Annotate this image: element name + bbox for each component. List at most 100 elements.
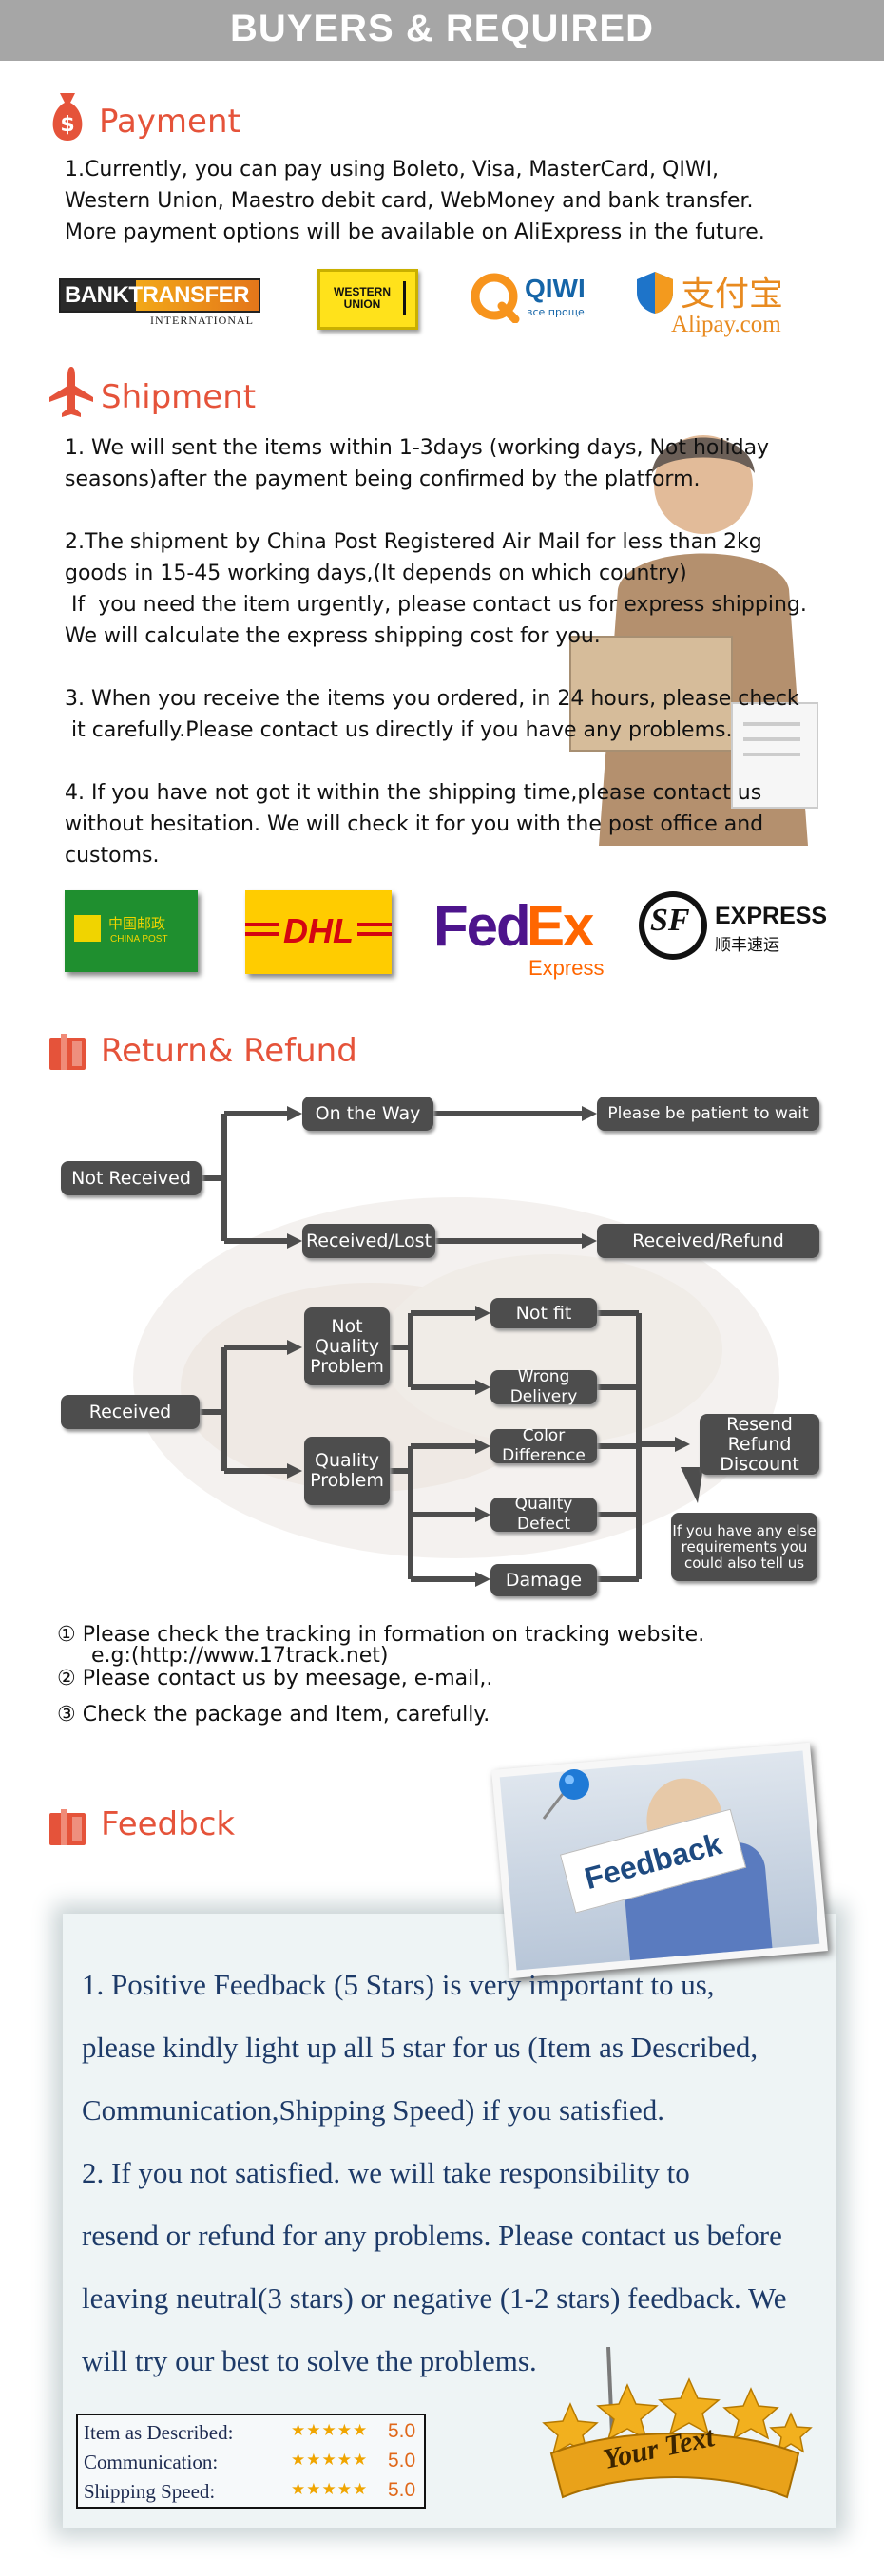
feedback-line: will try our best to solve the problems. (82, 2344, 537, 2377)
shipment-line: We will calculate the express shipping c… (65, 624, 601, 648)
western-union-line1: WESTERN (334, 285, 391, 298)
top-banner: BUYERS & REQUIRED (0, 0, 884, 61)
shipment-title: Shipment (101, 378, 257, 416)
alipay-chinese: 支付宝 (681, 275, 784, 314)
rating-score: 5.0 (388, 2479, 416, 2501)
tip-number: ① (57, 1623, 76, 1647)
qiwi-circle-icon (471, 273, 520, 323)
delivery-man-image (569, 435, 818, 846)
node-not-fit: Not fit (490, 1298, 597, 1328)
refund-tips: ① Please check the tracking in formation… (57, 1623, 855, 1731)
shipment-line: it carefully.Please contact us directly … (65, 718, 733, 742)
dhl-logo: DHL (245, 890, 392, 974)
sf-express-text: EXPRESS (715, 903, 828, 929)
stars-icon: ★★★★★ (291, 2451, 369, 2469)
feedback-line: resend or refund for any problems. Pleas… (82, 2219, 782, 2252)
qiwi-sub: все проще (527, 306, 585, 318)
node-on-the-way: On the Way (302, 1097, 433, 1131)
feedback-title: Feedbck (101, 1805, 236, 1843)
refund-title: Return& Refund (101, 1032, 357, 1070)
node-wrong-delivery: Wrong Delivery (490, 1367, 597, 1406)
rating-row: Item as Described: ★★★★★ 5.0 (84, 2419, 422, 2448)
node-received: Received (61, 1395, 200, 1429)
rating-row: Communication: ★★★★★ 5.0 (84, 2449, 422, 2477)
china-post-logo: 中国邮政 CHINA POST (65, 890, 198, 972)
svg-text:$: $ (60, 113, 74, 137)
china-post-text: CHINA POST (110, 934, 168, 945)
node-damage: Damage (490, 1564, 597, 1596)
feedback-text: 1. Positive Feedback (5 Stars) is very i… (82, 1954, 842, 2393)
node-quality-problem: Quality Problem (304, 1437, 390, 1505)
bank-transfer-text: BANKTRANSFER (65, 282, 250, 308)
shipment-line: 4. If you have not got it within the shi… (65, 781, 762, 805)
shipment-line: If you need the item urgently, please co… (65, 593, 807, 617)
node-not-quality-problem: Not Quality Problem (304, 1307, 390, 1385)
feedback-line: 2. If you not satisfied. we will take re… (82, 2156, 690, 2189)
tip-text: Please check the tracking in formation o… (82, 1623, 705, 1647)
rating-box: Item as Described: ★★★★★ 5.0 Communicati… (76, 2414, 426, 2509)
qiwi-logo: QIWI все проще (470, 268, 593, 325)
alipay-text: Alipay.com (671, 312, 781, 337)
western-union-logo: WESTERN UNION (317, 269, 418, 330)
rating-label: Shipping Speed: (84, 2480, 216, 2503)
tip-number: ③ (57, 1703, 76, 1727)
alipay-logo: 支付宝 Alipay.com (635, 266, 816, 342)
node-note: If you have any else requirements you co… (671, 1513, 817, 1581)
feedback-line: Communication,Shipping Speed) if you sat… (82, 2093, 665, 2127)
gold-star-badge (542, 2347, 813, 2499)
rating-score: 5.0 (388, 2420, 416, 2442)
bank-transfer-sub: INTERNATIONAL (150, 314, 254, 327)
fedex-ex: Ex (527, 894, 594, 958)
node-be-patient: Please be patient to wait (597, 1097, 819, 1131)
fedex-express: Express (528, 956, 605, 980)
fedex-logo: Fed Ex Express (433, 893, 624, 984)
payment-text: 1.Currently, you can pay using Boleto, V… (65, 154, 863, 248)
western-union-line2: UNION (343, 297, 381, 311)
shipment-line: seasons)after the payment being confirme… (65, 467, 701, 491)
rating-label: Communication: (84, 2451, 219, 2473)
payment-line: More payment options will be available o… (65, 220, 765, 244)
shipment-line: 2.The shipment by China Post Registered … (65, 530, 762, 554)
node-quality-defect: Quality Defect (490, 1495, 597, 1534)
sf-mark: SF (650, 903, 690, 938)
shipment-line: goods in 15-45 working days,(It depends … (65, 562, 687, 585)
shipment-line: 1. We will sent the items within 1-3days… (65, 436, 770, 460)
flow-connectors (200, 1106, 703, 1587)
shipment-line: without hesitation. We will check it for… (65, 812, 764, 836)
rating-label: Item as Described: (84, 2421, 234, 2444)
money-bag-icon: $ (52, 93, 83, 141)
dhl-text: DHL (279, 911, 357, 951)
node-color-difference: Color Difference (490, 1426, 597, 1465)
rating-score: 5.0 (388, 2450, 416, 2471)
tip-number: ② (57, 1667, 76, 1690)
china-post-chinese: 中国邮政 (108, 915, 166, 932)
sf-express-logo: SF EXPRESS 顺丰速运 (639, 886, 827, 964)
page-title: BUYERS & REQUIRED (230, 8, 654, 49)
fedex-fed: Fed (433, 894, 531, 958)
alipay-shield-icon (637, 272, 673, 314)
rating-row: Shipping Speed: ★★★★★ 5.0 (84, 2478, 422, 2507)
stars-icon: ★★★★★ (291, 2421, 369, 2439)
sf-express-chinese: 顺丰速运 (715, 936, 779, 955)
bank-transfer-logo: BANKTRANSFER INTERNATIONAL (59, 278, 260, 328)
feedback-line: leaving neutral(3 stars) or negative (1-… (82, 2281, 787, 2315)
push-pin-icon (542, 1769, 589, 1820)
payment-line: Western Union, Maestro debit card, WebMo… (65, 189, 754, 213)
shipment-line: customs. (65, 844, 160, 868)
book-icon (49, 1809, 86, 1845)
tip-text: Please contact us by meesage, e-mail,. (82, 1667, 493, 1690)
feedback-line: please kindly light up all 5 star for us… (82, 2031, 759, 2064)
tip-text: Check the package and Item, carefully. (82, 1703, 490, 1727)
payment-title: Payment (99, 103, 240, 141)
qiwi-text: QIWI (525, 274, 586, 303)
feedback-line: 1. Positive Feedback (5 Stars) is very i… (82, 1968, 715, 2001)
shipment-line: 3. When you receive the items you ordere… (65, 687, 799, 711)
payment-line: 1.Currently, you can pay using Boleto, V… (65, 158, 720, 181)
stars-icon: ★★★★★ (291, 2480, 369, 2498)
node-received-lost: Received/Lost (302, 1224, 435, 1258)
airplane-icon (49, 367, 93, 417)
book-icon (49, 1034, 86, 1070)
shipment-text: 1. We will sent the items within 1-3days… (65, 432, 873, 871)
node-resend-refund-discount: Resend Refund Discount (700, 1414, 819, 1475)
node-not-received: Not Received (61, 1161, 202, 1195)
